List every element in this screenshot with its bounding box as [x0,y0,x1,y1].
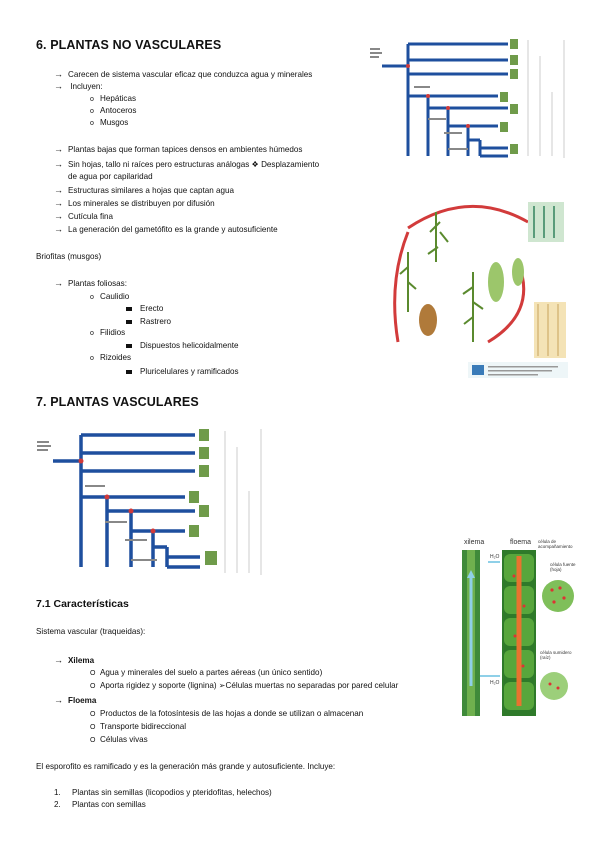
list-number: 2. [54,800,61,809]
phylogeny-tree-figure-2 [35,425,267,577]
list-item-text: Carecen de sistema vascular eficaz que c… [68,70,313,79]
list-item: → Incluyen: [54,81,103,91]
list-item-text: Xilema [68,656,95,665]
list-item-text: Cutícula fina [68,212,113,221]
list-item: →Estructuras similares a hojas que capta… [54,185,235,195]
list-item: →Sin hojas, tallo ni raíces pero estruct… [54,159,320,169]
phylogeny-tree-figure [368,36,568,162]
list-item: →Carecen de sistema vascular eficaz que … [54,69,313,79]
list-item: Rastrero [126,316,171,327]
numbered-item: 2. Plantas con semillas [54,799,146,810]
square-bullet-icon [126,307,132,311]
source-cell-label-2: (hoja) [550,567,562,572]
companion-cell-label: célula de [538,539,557,544]
list-item: Pluricelulares y ramificados [126,366,239,377]
square-bullet-icon [126,344,132,348]
list-item: →Xilema [54,655,95,665]
list-item-text: Plantas con semillas [72,800,146,809]
list-item-text: Pluricelulares y ramificados [140,367,239,376]
vascular-system-heading: Sistema vascular (traqueidas): [36,627,146,636]
list-item-text: Erecto [140,304,164,313]
list-number: 1. [54,788,61,797]
list-item-text: Caulidio [100,292,130,301]
moss-life-cycle-figure [368,192,572,380]
list-item: →Plantas foliosas: [54,278,127,288]
list-item: →Plantas bajas que forman tapices densos… [54,144,303,154]
sink-cell-label: célula sumidero [540,650,572,655]
square-bullet-icon [126,320,132,324]
list-item-text: Plantas bajas que forman tapices densos … [68,145,303,154]
list-item-text: Rizoides [100,353,132,362]
source-cell-label: célula fuente [550,562,576,567]
list-item-text: Hepáticas [100,94,136,103]
list-item-text: Sin hojas, tallo ni raíces pero estructu… [68,160,320,169]
water-label-top: H₂O [490,554,500,560]
xylem-phloem-figure: xilema floema célula de acompañamiento c… [458,536,588,716]
companion-cell-label-2: acompañamiento [538,544,573,549]
list-item-text: Células vivas [100,735,148,744]
list-item-text: Filidios [100,328,126,337]
list-item-text: Estructuras similares a hojas que captan… [68,186,235,195]
list-item-text: Musgos [100,118,129,127]
square-bullet-icon [126,370,132,374]
list-item: →Los minerales se distribuyen por difusi… [54,198,215,208]
section-6-title: 6. PLANTAS NO VASCULARES [36,38,222,52]
phloem-label: floema [510,539,531,546]
list-item-text: Dispuestos helicoidalmente [140,341,239,350]
list-item-text: Transporte bidireccional [100,722,187,731]
list-item: →Floema [54,695,97,705]
list-item-text: La generación del gametófito es la grand… [68,225,278,234]
list-item: →La generación del gametófito es la gran… [54,224,278,234]
list-item-text: Floema [68,696,97,705]
list-item: Dispuestos helicoidalmente [126,340,239,351]
section-7-title: 7. PLANTAS VASCULARES [36,395,199,409]
list-item-text: Incluyen: [70,82,103,91]
list-item-text: Rastrero [140,317,172,326]
water-label-bottom: H₂O [490,680,500,686]
xylem-label: xilema [464,539,484,546]
list-item-text: Antoceros [100,106,137,115]
list-item-text: Agua y minerales del suelo a partes aére… [100,668,323,677]
sink-cell-label-2: (raíz) [540,655,551,660]
list-item-continuation: de agua por capilaridad [68,172,153,181]
list-item-text: Los minerales se distribuyen por difusió… [68,199,215,208]
numbered-item: 1. Plantas sin semillas (licopodios y pte… [54,787,272,798]
esporofito-paragraph: El esporofito es ramificado y es la gene… [36,762,336,771]
briofitas-heading: Briofitas (musgos) [36,252,102,261]
list-item-text: Plantas foliosas: [68,279,127,288]
list-item-text: Plantas sin semillas (licopodios y pteri… [72,788,272,797]
list-item: Erecto [126,303,163,314]
subsection-title: 7.1 Características [36,598,129,610]
list-item-text: Aporta rigidez y soporte (lignina) ➢Célu… [100,681,399,690]
list-item-text: Productos de la fotosíntesis de las hoja… [100,709,364,718]
list-item: →Cutícula fina [54,211,113,221]
